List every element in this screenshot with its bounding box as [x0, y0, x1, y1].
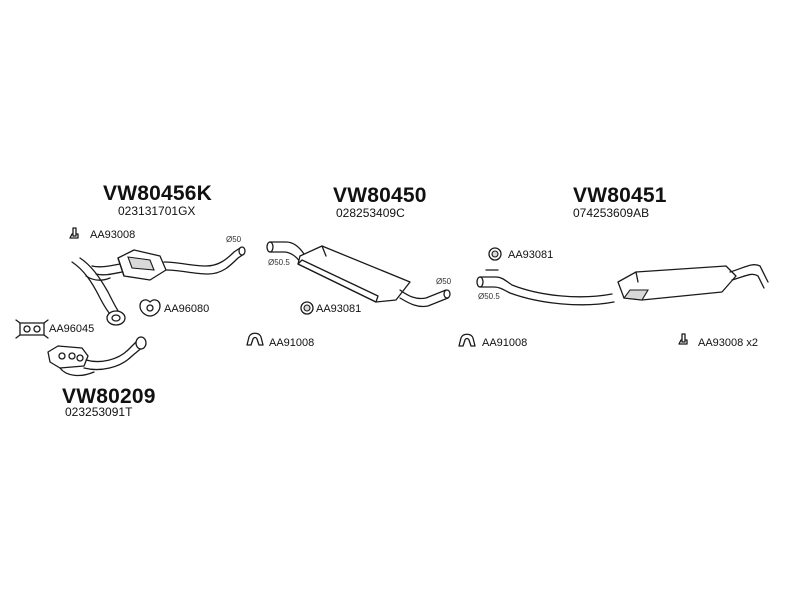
u-clamp-icon — [458, 333, 476, 347]
group-code-catalytic: VW80456K — [103, 182, 212, 205]
group-code-middle: VW80450 — [333, 184, 427, 207]
rubber-mount-icon — [300, 301, 314, 315]
diameter-label: Ø50.5 — [268, 258, 290, 267]
rear-silencer-drawing — [476, 264, 769, 306]
group-oem-front-pipe: 023253091T — [65, 405, 133, 419]
part-label: AA93081 — [316, 303, 362, 315]
part-label: AA96045 — [49, 323, 95, 335]
group-code-front-pipe: VW80209 — [62, 385, 156, 408]
group-oem-catalytic: 023131701GX — [118, 204, 196, 218]
ring-gasket-icon — [139, 299, 161, 317]
u-clamp-icon — [246, 332, 264, 346]
diameter-label: Ø50 — [226, 235, 242, 244]
diameter-label: Ø50 — [436, 277, 452, 286]
catalytic-converter-drawing — [71, 246, 246, 326]
diameter-label: Ø50.5 — [478, 292, 500, 301]
part-label: AA93008 — [90, 229, 136, 241]
middle-silencer-drawing — [266, 241, 451, 308]
group-oem-middle: 028253409C — [336, 206, 405, 220]
part-label: AA96080 — [164, 303, 210, 315]
group-oem-rear: 074253609AB — [573, 206, 650, 220]
rubber-mount-icon — [488, 247, 502, 261]
part-label: AA91008 — [482, 337, 528, 349]
bolt-clamp-icon — [69, 227, 79, 239]
part-label: AA91008 — [269, 337, 315, 349]
bolt-clamp-icon — [678, 333, 688, 345]
part-label: AA93008 x2 — [698, 337, 758, 349]
front-pipe-drawing — [47, 336, 147, 377]
group-code-rear: VW80451 — [573, 184, 667, 207]
part-label: AA93081 — [508, 249, 554, 261]
flange-gasket-icon — [15, 319, 49, 339]
